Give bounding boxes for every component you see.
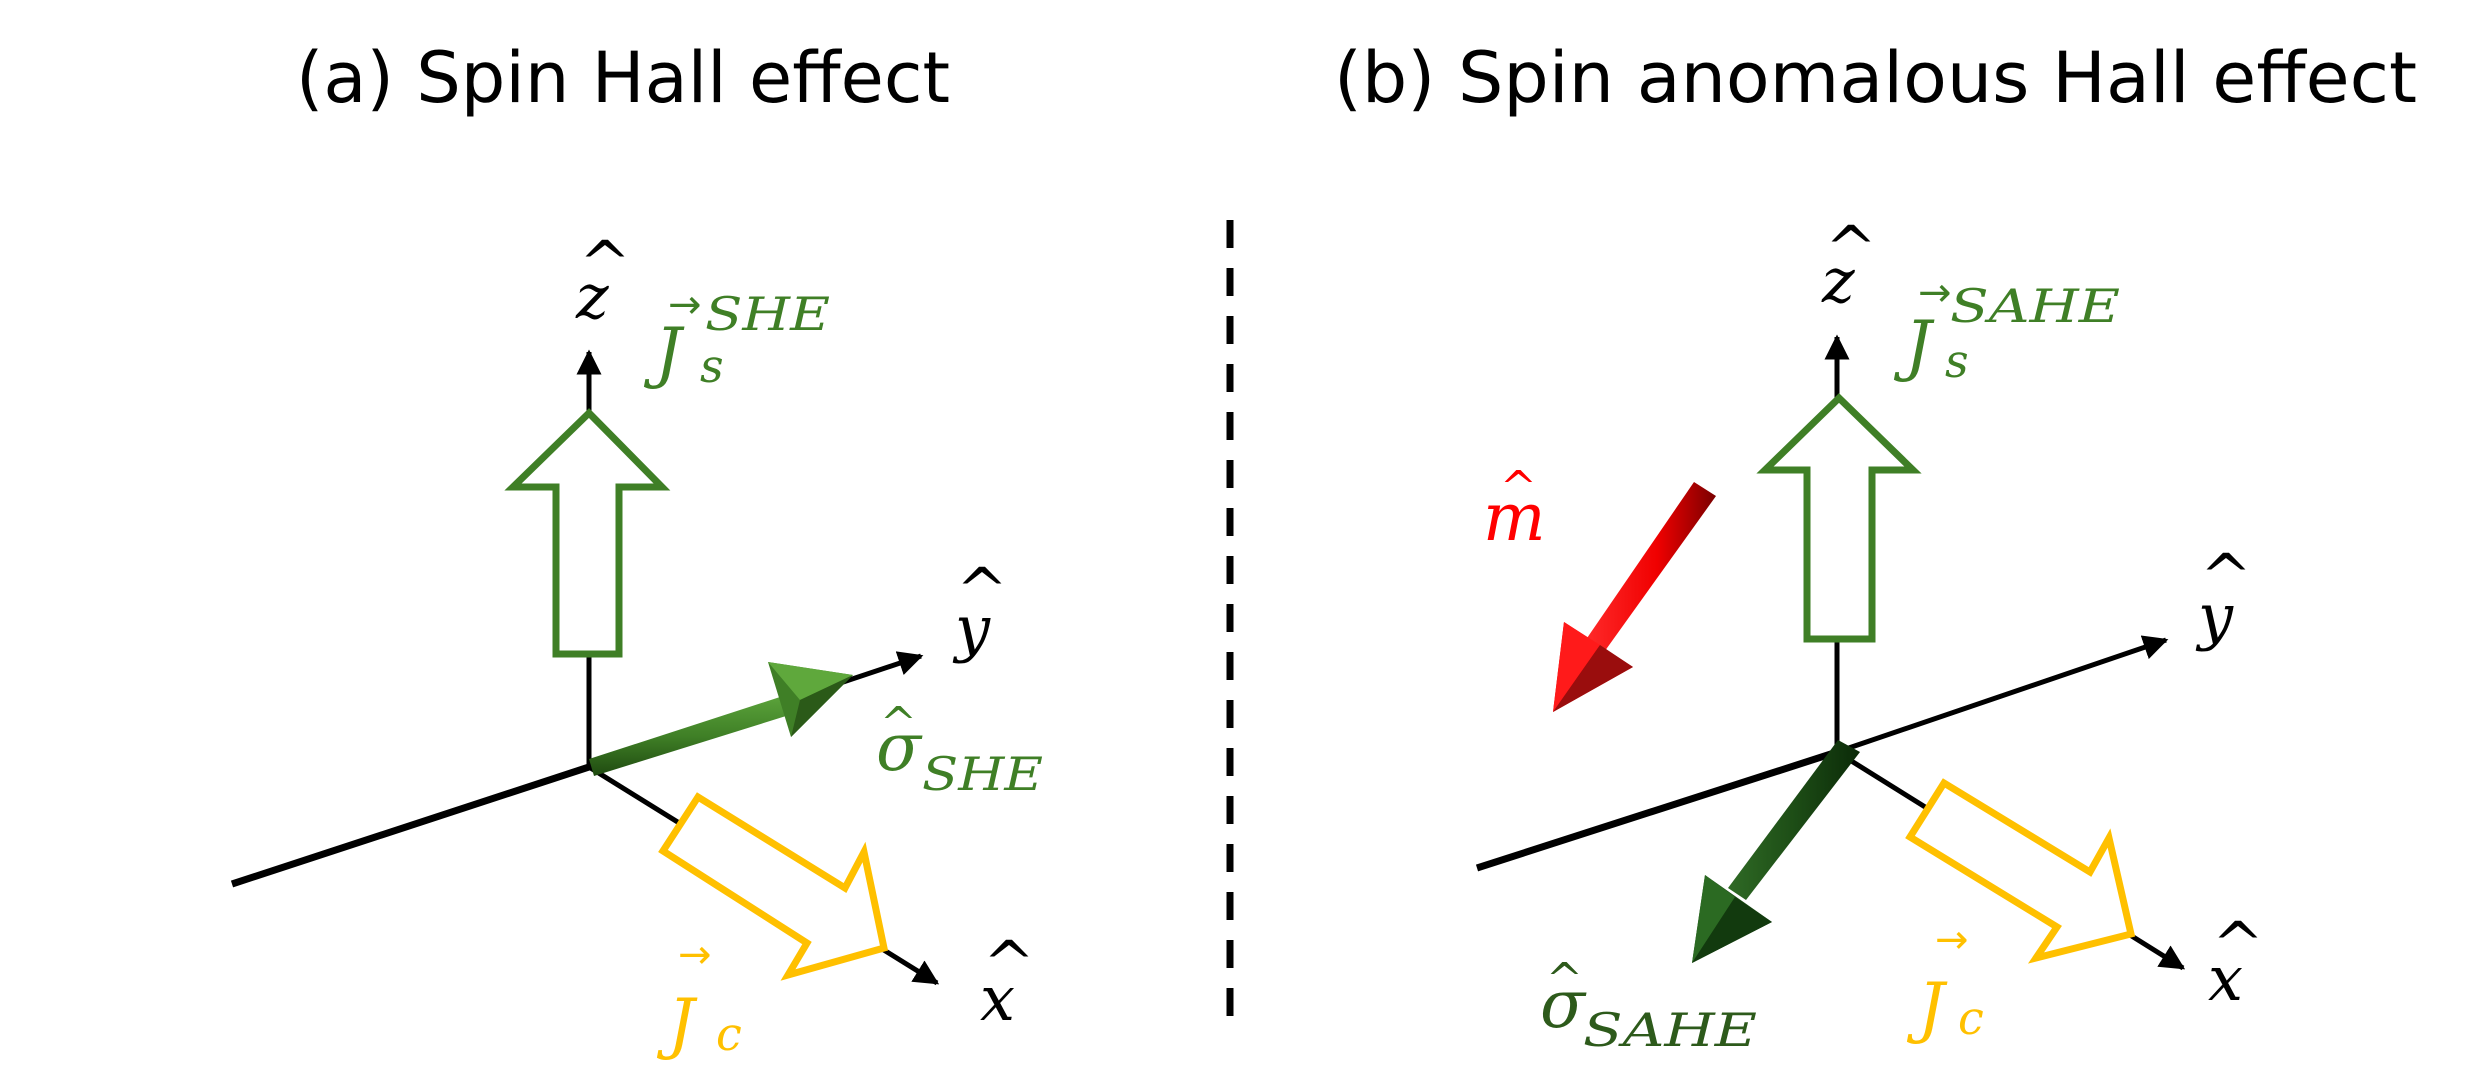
svg-text:σ: σ xyxy=(1540,966,1587,1043)
svg-text:c: c xyxy=(716,1007,742,1061)
svg-text:σ: σ xyxy=(876,709,923,786)
charge-current-arrow xyxy=(658,792,889,981)
spin-polarization-she-arrow xyxy=(589,662,853,776)
y-axis-back xyxy=(1475,748,1839,872)
panel-b-title: (b) Spin anomalous Hall effect xyxy=(1334,37,2417,119)
spin-polarization-sahe-label: σ ^ SAHE xyxy=(1540,954,1757,1057)
svg-text:→: → xyxy=(678,932,712,978)
svg-text:z: z xyxy=(575,260,609,333)
svg-text:^: ^ xyxy=(1500,462,1537,513)
x-label: x ^ xyxy=(2208,908,2264,1015)
svg-text:s: s xyxy=(700,339,724,393)
y-label: y ^ xyxy=(2195,540,2252,653)
svg-text:→: → xyxy=(1935,917,1969,963)
svg-text:^: ^ xyxy=(956,554,1008,627)
svg-text:SAHE: SAHE xyxy=(1583,1003,1757,1057)
panel-b: z ^ J → s SAHE m ^ y ^ σ ^ SAHE x ^ J → xyxy=(1475,212,2264,1057)
svg-text:→: → xyxy=(668,282,702,328)
panel-a-title: (a) Spin Hall effect xyxy=(296,37,950,119)
svg-text:J: J xyxy=(1893,307,1935,384)
svg-text:SHE: SHE xyxy=(922,747,1043,801)
spin-current-label: J → s SAHE xyxy=(1893,270,2120,388)
spin-polarization-she-label: σ ^ SHE xyxy=(876,698,1043,801)
svg-text:^: ^ xyxy=(983,927,1035,1000)
svg-text:^: ^ xyxy=(2200,540,2252,613)
z-label: z ^ xyxy=(1821,212,1877,317)
magnetization-label: m ^ xyxy=(1483,462,1546,556)
charge-current-label: J → c xyxy=(1906,917,1984,1046)
svg-text:z: z xyxy=(1821,244,1855,317)
svg-text:x: x xyxy=(2208,942,2243,1015)
svg-text:^: ^ xyxy=(579,227,631,300)
svg-text:^: ^ xyxy=(1825,212,1877,285)
x-label: x ^ xyxy=(980,927,1035,1035)
spin-current-arrow xyxy=(504,408,671,658)
svg-text:^: ^ xyxy=(880,698,917,749)
svg-text:SAHE: SAHE xyxy=(1950,279,2120,333)
svg-text:J: J xyxy=(656,985,698,1062)
svg-text:c: c xyxy=(1958,991,1984,1045)
charge-current-arrow xyxy=(1905,778,2136,964)
z-label: z ^ xyxy=(575,227,631,333)
svg-text:^: ^ xyxy=(2212,908,2264,981)
y-label: y ^ xyxy=(952,554,1008,665)
magnetization-arrow xyxy=(1553,482,1716,712)
svg-text:J: J xyxy=(1906,969,1948,1046)
svg-text:^: ^ xyxy=(1546,954,1583,1005)
spin-current-label: J → s SHE xyxy=(643,282,830,393)
y-axis xyxy=(1836,635,2169,755)
panel-a: z ^ J → s SHE y ^ σ ^ SHE x ^ J → c xyxy=(230,227,1043,1062)
y-axis-back xyxy=(230,763,591,888)
svg-text:x: x xyxy=(980,962,1015,1035)
svg-text:y: y xyxy=(2195,580,2234,653)
charge-current-label: J → c xyxy=(656,932,742,1062)
spin-polarization-sahe-arrow xyxy=(1692,740,1860,963)
svg-text:s: s xyxy=(1945,334,1969,388)
svg-text:→: → xyxy=(1918,270,1952,316)
svg-text:SHE: SHE xyxy=(705,287,830,341)
svg-text:m: m xyxy=(1483,479,1546,556)
spin-current-arrow xyxy=(1756,393,1922,643)
svg-text:y: y xyxy=(952,592,991,665)
